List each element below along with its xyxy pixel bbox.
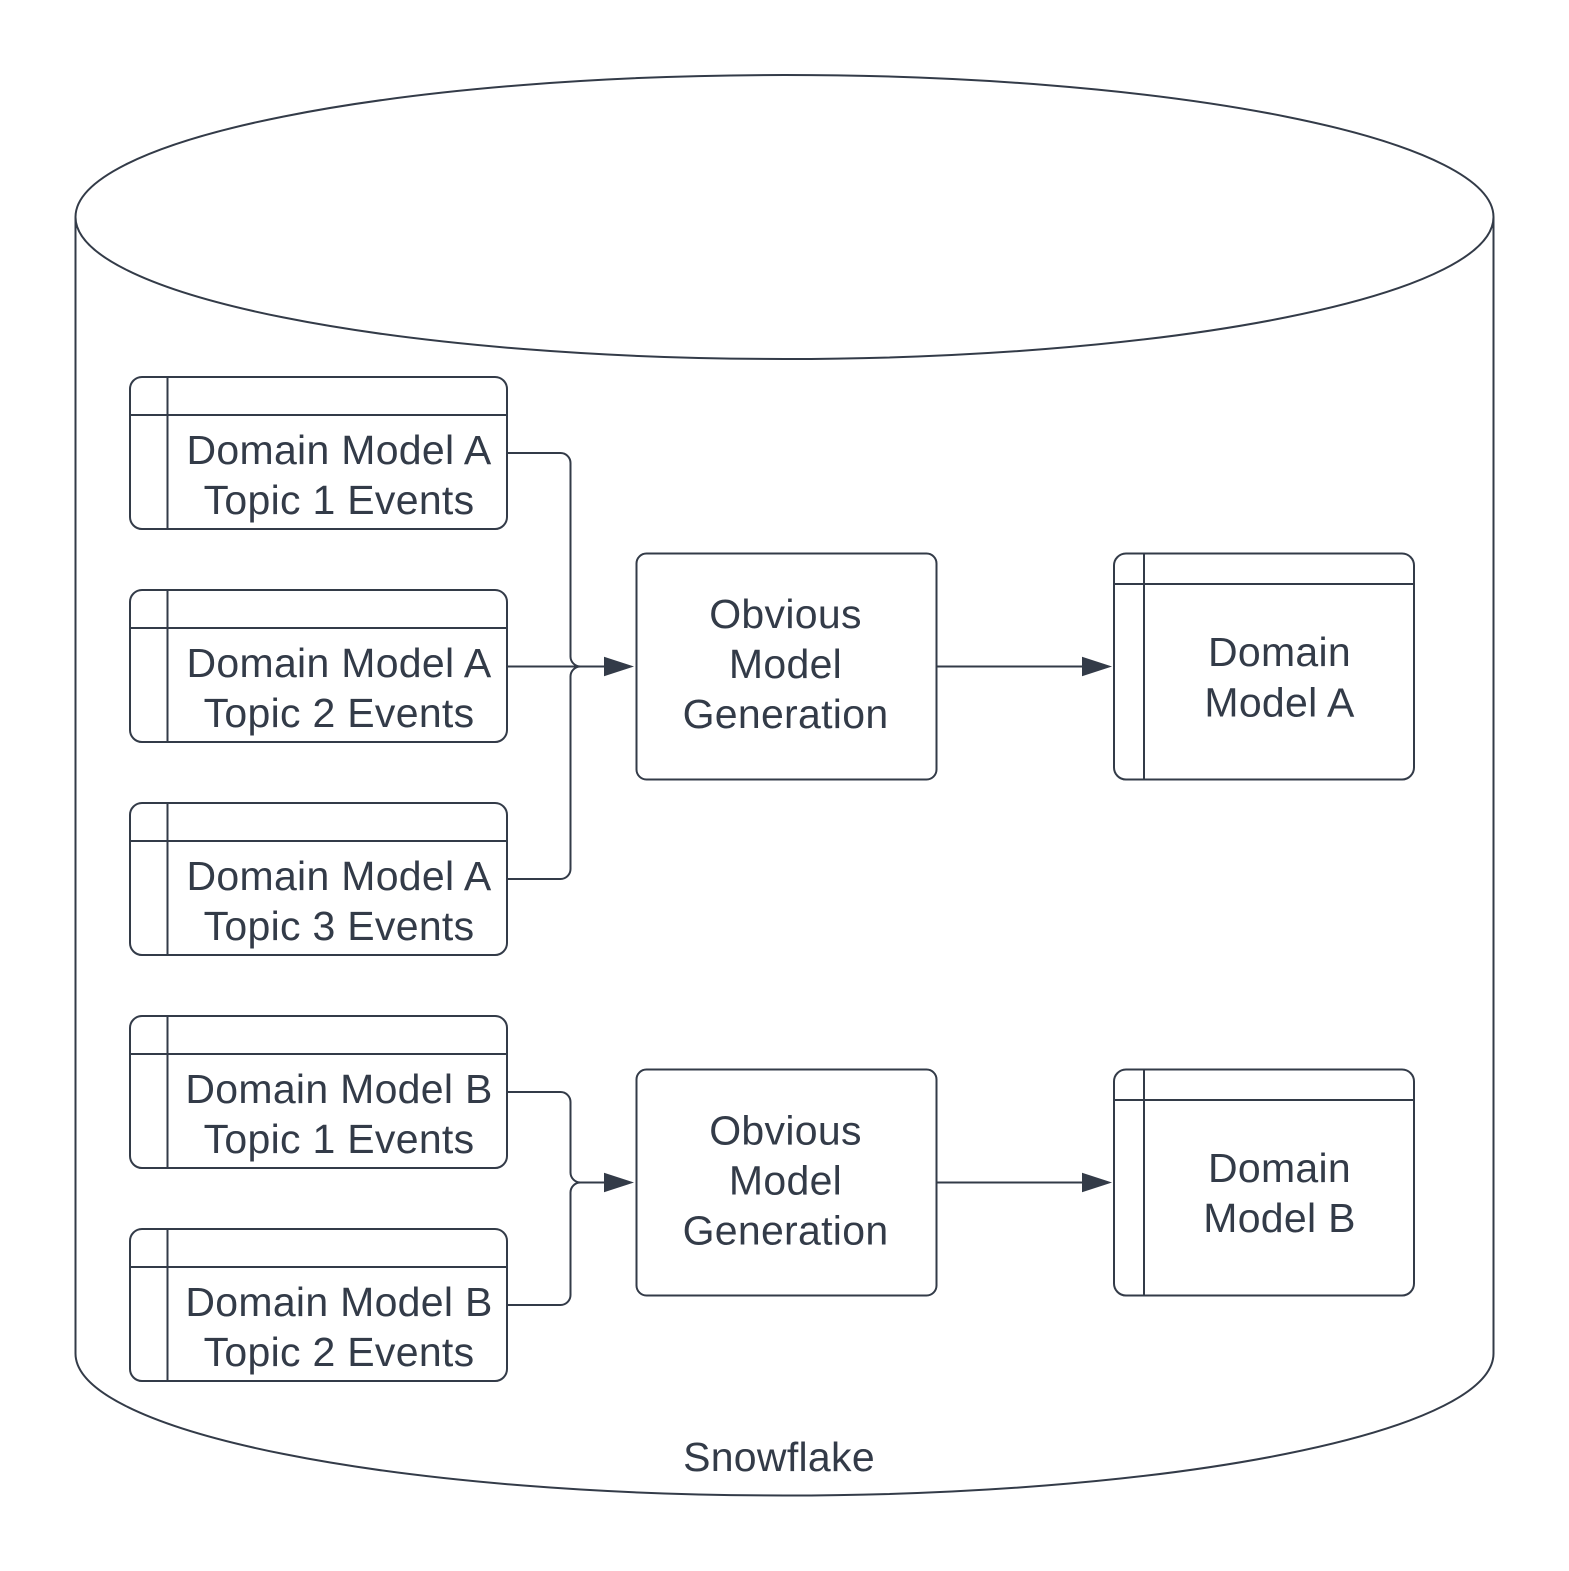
svg-text:Model: Model bbox=[729, 1158, 842, 1204]
svg-text:Generation: Generation bbox=[683, 691, 889, 737]
svg-text:Generation: Generation bbox=[683, 1208, 889, 1254]
svg-text:Obvious: Obvious bbox=[709, 591, 862, 637]
svg-text:Model A: Model A bbox=[1204, 680, 1355, 726]
svg-text:Model B: Model B bbox=[1203, 1195, 1356, 1241]
svg-text:Domain: Domain bbox=[1208, 1145, 1351, 1191]
svg-text:Domain Model A: Domain Model A bbox=[186, 853, 491, 899]
svg-text:Topic 3 Events: Topic 3 Events bbox=[204, 903, 475, 949]
svg-text:Topic 1 Events: Topic 1 Events bbox=[204, 1116, 475, 1162]
svg-text:Domain Model A: Domain Model A bbox=[186, 640, 491, 686]
svg-text:Obvious: Obvious bbox=[709, 1108, 862, 1154]
svg-text:Domain Model A: Domain Model A bbox=[186, 427, 491, 473]
svg-text:Topic 2 Events: Topic 2 Events bbox=[204, 690, 475, 736]
svg-text:Model: Model bbox=[729, 641, 842, 687]
svg-text:Topic 1 Events: Topic 1 Events bbox=[204, 477, 475, 523]
svg-text:Domain Model B: Domain Model B bbox=[185, 1279, 492, 1325]
svg-text:Snowflake: Snowflake bbox=[683, 1434, 875, 1480]
svg-text:Domain: Domain bbox=[1208, 629, 1351, 675]
svg-text:Domain Model B: Domain Model B bbox=[185, 1066, 492, 1112]
svg-text:Topic 2 Events: Topic 2 Events bbox=[204, 1329, 475, 1375]
